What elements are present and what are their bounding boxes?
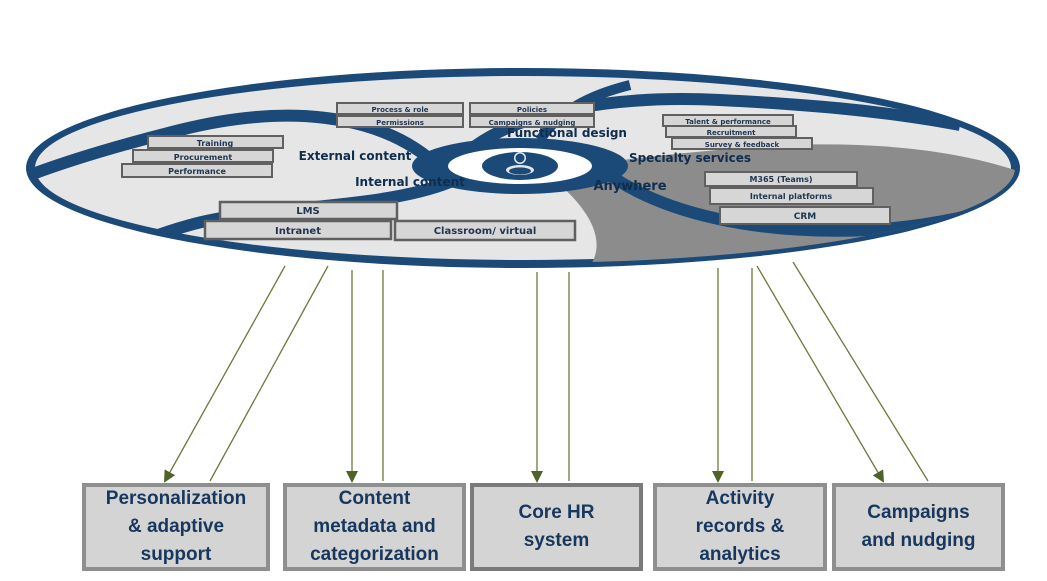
functional-design-chips: Process & role Permissions Policies Camp… — [336, 102, 595, 128]
chip-classroom-virtual: Classroom/ virtual — [434, 226, 537, 237]
external-content-label: External content — [299, 149, 412, 163]
connector-personalization-arrow — [164, 265, 286, 483]
chip-policies: Policies — [517, 106, 547, 114]
chip-training: Training — [197, 139, 234, 148]
chip-lms: LMS — [296, 206, 320, 217]
functional-design-label: Functional design — [507, 126, 627, 140]
chip-survey-feedback: Survey & feedback — [705, 141, 780, 149]
chip-intranet: Intranet — [275, 226, 321, 237]
core-hr-box: Core HR system — [470, 483, 643, 571]
chip-m365-teams: M365 (Teams) — [749, 175, 812, 184]
anywhere-label: Anywhere — [593, 179, 666, 194]
external-content-chips: Training Procurement Performance — [121, 135, 284, 178]
chip-permissions: Permissions — [376, 119, 424, 127]
campaigns-box: Campaigns and nudging — [832, 483, 1005, 571]
specialty-services-label: Specialty services — [629, 151, 751, 165]
personalization-box: Personalization & adaptive support — [82, 483, 270, 571]
chip-talent-performance: Talent & performance — [685, 118, 771, 126]
disc-body — [26, 68, 1020, 268]
anywhere-chips: M365 (Teams) Internal platforms CRM — [704, 171, 891, 225]
internal-content-label: Internal content — [355, 175, 465, 189]
internal-content-chips: LMS Intranet Classroom/ virtual — [203, 200, 577, 242]
connector-personalization-line — [209, 265, 329, 482]
chip-internal-platforms: Internal platforms — [750, 192, 832, 201]
chip-recruitment: Recruitment — [707, 129, 756, 137]
connector-campaigns-arrow — [756, 265, 885, 483]
chip-crm: CRM — [794, 212, 817, 222]
chip-performance: Performance — [168, 167, 226, 176]
specialty-services-chips: Talent & performance Recruitment Survey … — [662, 114, 813, 150]
content-metadata-box: Content metadata and categorization — [283, 483, 466, 571]
connector-campaigns-line — [792, 261, 929, 482]
activity-records-box: Activity records & analytics — [653, 483, 827, 571]
chip-campaigns-nudging: Campaigns & nudging — [489, 119, 576, 127]
connectors — [164, 261, 929, 483]
chip-procurement: Procurement — [174, 153, 233, 162]
chip-process-role: Process & role — [371, 106, 428, 114]
